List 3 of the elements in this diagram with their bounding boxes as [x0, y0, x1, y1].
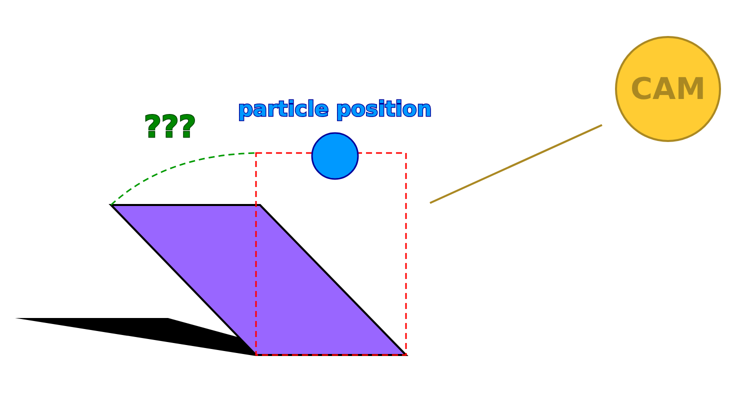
question-marks: ??? — [144, 113, 196, 143]
camera-label: CAM — [630, 72, 706, 106]
particle-position-label: particle position — [238, 99, 432, 120]
